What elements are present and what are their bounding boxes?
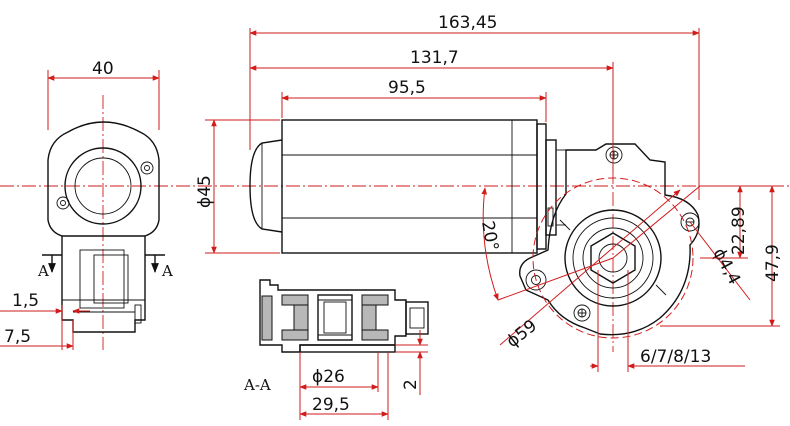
dim-hole-spacing: 22,89: [700, 185, 749, 259]
screw-hole-icon: [140, 161, 154, 175]
shaft-sizes-label: 6/7/8/13: [640, 347, 711, 367]
section-title: A-A: [243, 376, 271, 394]
offset-small-label: 1,5: [12, 291, 39, 311]
offset-large-label: 7,5: [4, 327, 31, 347]
height-label: 47,9: [763, 244, 783, 282]
dim-motor-to-gear: 131,7: [249, 48, 614, 172]
dim-section-outer: 29,5: [299, 352, 389, 420]
center-lines: [0, 95, 790, 352]
section-outer-width-label: 29,5: [312, 395, 350, 415]
dim-side-width: 40: [47, 59, 160, 130]
overall-length-label: 163,45: [438, 13, 497, 33]
section-thickness-label: 2: [401, 379, 421, 390]
dim-section-thickness: 2: [395, 330, 428, 395]
dim-angle: 20°: [477, 185, 701, 301]
side-view: A A: [37, 121, 173, 333]
section-arrow-right-label: A: [161, 262, 173, 280]
motor-body-label: 95,5: [388, 78, 426, 98]
mounting-screw-icon: [531, 275, 541, 285]
dim-bottom-offsets: 1,5 7,5: [0, 291, 90, 350]
dim-shaft-sizes: 6/7/8/13: [590, 270, 745, 372]
motor-diameter-label: ϕ45: [195, 175, 215, 208]
motor-to-gear-label: 131,7: [410, 48, 459, 68]
dim-motor-body: 95,5: [281, 78, 547, 122]
dim-overall-length: 163,45: [249, 13, 700, 200]
hex-shaft-icon: [590, 232, 636, 284]
screw-hole-icon: [56, 196, 70, 210]
dim-motor-diameter: ϕ45: [195, 119, 280, 254]
side-width-label: 40: [92, 59, 114, 79]
mount-angle-label: 20°: [477, 219, 502, 252]
hole-spacing-label: 22,89: [729, 206, 749, 255]
section-inner-diameter-label: ϕ26: [312, 367, 345, 387]
gear-diameter-label: ϕ59: [503, 316, 541, 352]
dim-height: 47,9: [660, 185, 783, 327]
dim-section-inner: ϕ26: [299, 352, 379, 420]
section-arrow-left-label: A: [37, 262, 49, 280]
section-view: A-A: [243, 279, 429, 394]
motor-view: [249, 119, 700, 336]
